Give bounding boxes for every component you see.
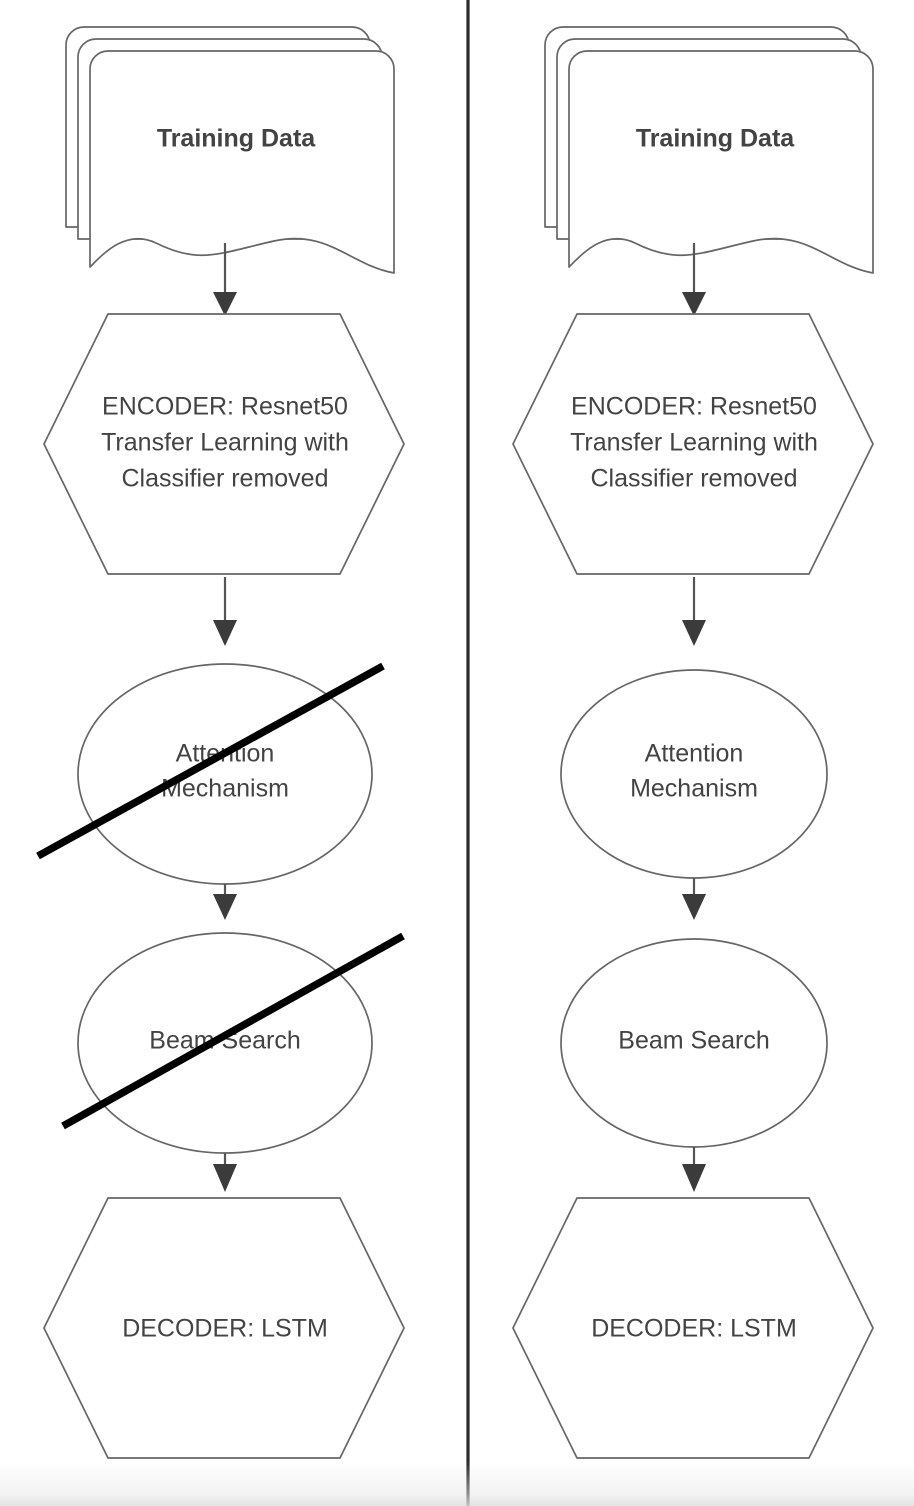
left-panel: Training Data ENCODER: Resnet50 Transfer…: [36, 26, 405, 1459]
connector-training-to-encoder-right: [682, 243, 706, 316]
decoder-node-right[interactable]: DECODER: LSTM: [512, 1197, 874, 1459]
attention-mechanism-node-right[interactable]: Attention Mechanism: [560, 669, 828, 879]
encoder-node-right[interactable]: ENCODER: Resnet50 Transfer Learning with…: [512, 313, 874, 575]
decoder-node-left[interactable]: DECODER: LSTM: [43, 1197, 405, 1459]
right-panel: Training Data ENCODER: Resnet50 Transfer…: [512, 26, 874, 1459]
attention-strikethrough-line: [36, 662, 385, 860]
connector-attention-to-beam-left: [213, 884, 237, 920]
encoder-label-line3: Classifier removed: [590, 465, 797, 493]
decoder-label: DECODER: LSTM: [122, 1315, 328, 1343]
attention-mechanism-node-left[interactable]: Attention Mechanism: [77, 663, 373, 885]
connector-attention-to-beam-right: [682, 878, 706, 920]
encoder-label-line2: Transfer Learning with: [101, 429, 349, 457]
training-data-node-left[interactable]: Training Data: [65, 26, 395, 274]
decoder-label: DECODER: LSTM: [591, 1315, 797, 1343]
encoder-label-line3: Classifier removed: [121, 465, 328, 493]
training-data-label: Training Data: [636, 125, 795, 153]
encoder-label-line2: Transfer Learning with: [570, 429, 818, 457]
connector-beam-to-decoder-left: [213, 1153, 237, 1192]
training-data-node-right[interactable]: Training Data: [544, 26, 874, 274]
encoder-node-left[interactable]: ENCODER: Resnet50 Transfer Learning with…: [43, 313, 405, 575]
beam-search-label: Beam Search: [149, 1027, 300, 1055]
encoder-label-line1: ENCODER: Resnet50: [571, 393, 817, 421]
connector-encoder-to-attention-left: [213, 577, 237, 646]
beam-search-label: Beam Search: [618, 1027, 769, 1055]
connector-training-to-encoder-left: [213, 243, 237, 316]
attention-label-line1: Attention: [645, 740, 744, 768]
beam-search-strikethrough-line: [61, 932, 405, 1130]
training-data-label: Training Data: [157, 125, 316, 153]
attention-label-line2: Mechanism: [630, 775, 758, 803]
beam-search-node-left[interactable]: Beam Search: [77, 932, 373, 1154]
encoder-label-line1: ENCODER: Resnet50: [102, 393, 348, 421]
beam-search-node-right[interactable]: Beam Search: [560, 938, 828, 1148]
connector-beam-to-decoder-right: [682, 1147, 706, 1192]
connector-encoder-to-attention-right: [682, 577, 706, 646]
